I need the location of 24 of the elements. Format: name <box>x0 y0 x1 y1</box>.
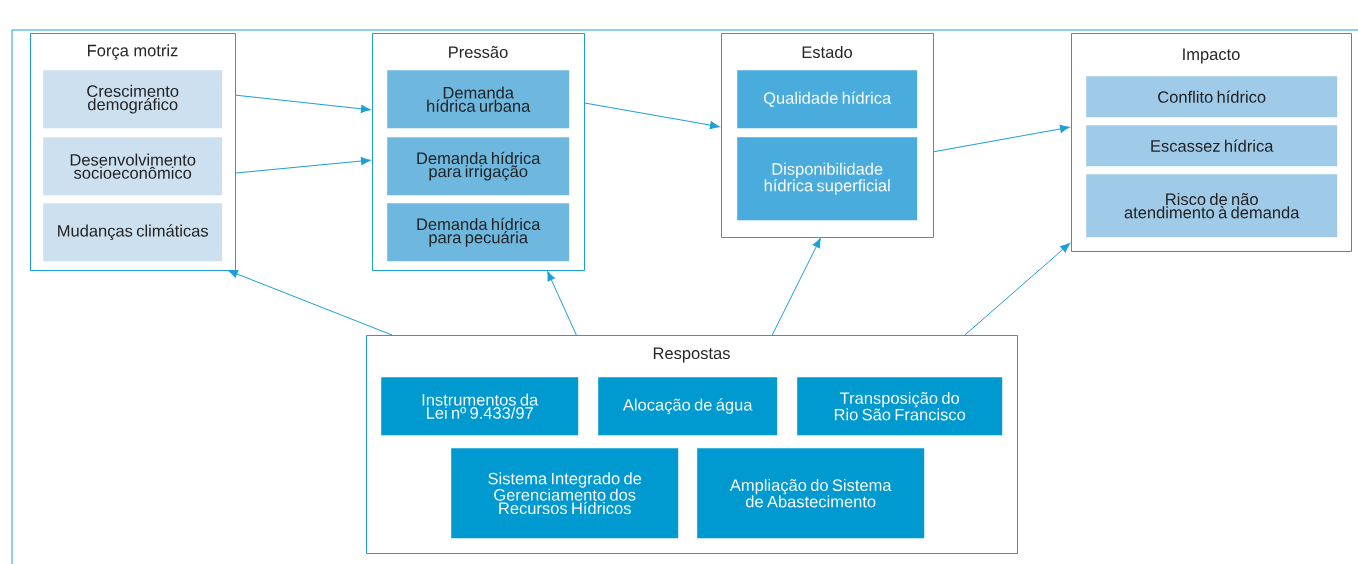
arrow <box>234 156 371 174</box>
item-box: Desenvolvimento socioeconômico <box>43 137 223 196</box>
item-box: Ampliação do Sistema de Abastecimento <box>697 448 925 539</box>
item-box: Conflito hídrico <box>1086 76 1338 118</box>
item-box: Demanda hídrica para pecuária <box>387 203 570 262</box>
item-box: Crescimento demográfico <box>43 70 223 129</box>
arrow <box>547 271 577 336</box>
arrow <box>932 124 1070 153</box>
item-box: Mudanças climáticas <box>43 203 223 262</box>
item-box: Disponibilidade hídrica superficial <box>737 137 918 221</box>
arrow <box>234 94 371 113</box>
arrow <box>964 243 1071 336</box>
item-box: Sistema Integrado de Gerenciamento dos Recursos Hídricos <box>451 448 679 539</box>
item-box: Escassez hídrica <box>1086 125 1338 167</box>
arrow <box>771 238 821 336</box>
item-box: Alocação de água <box>598 377 778 436</box>
arrow <box>583 102 720 130</box>
item-box: Qualidade hídrica <box>737 70 918 129</box>
item-box: Demanda hídrica para irrigação <box>387 137 570 196</box>
item-box: Instrumentos da Lei nº 9.433/97 <box>381 377 579 436</box>
item-box: Demanda hídrica urbana <box>387 70 570 129</box>
arrow <box>228 270 393 336</box>
item-box: Transposição do Rio São Francisco <box>797 377 1003 436</box>
item-box: Risco de não atendimento à demanda <box>1086 174 1338 238</box>
